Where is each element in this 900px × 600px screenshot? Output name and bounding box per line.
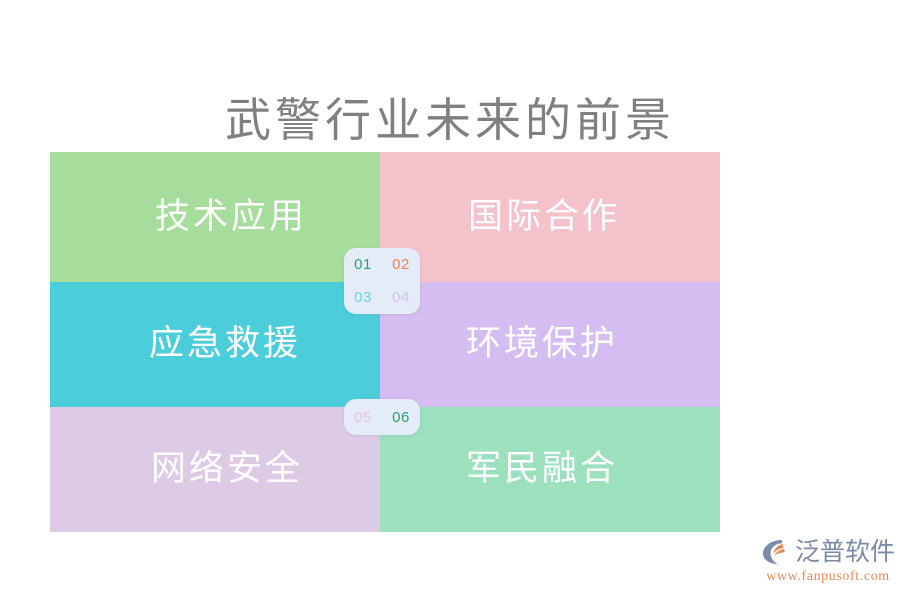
grid-cell-label: 环境保护 <box>465 324 618 364</box>
fanpu-swoosh-icon <box>762 538 792 566</box>
page-title: 武警行业未来的前景 <box>225 95 675 146</box>
logo-brand-text: 泛普软件 <box>795 538 896 566</box>
grid-cell-technology-application[interactable]: 技术应用 <box>50 152 380 282</box>
grid-cell-label: 网络安全 <box>150 449 303 489</box>
grid-cell-civil-military-integration[interactable]: 军民融合 <box>380 407 720 532</box>
number-04: 04 <box>392 289 410 306</box>
grid-cell-emergency-rescue[interactable]: 应急救援 <box>50 282 380 407</box>
grid-cell-label: 国际合作 <box>467 196 620 236</box>
grid-cell-label: 应急救援 <box>148 324 301 364</box>
brand-logo[interactable]: 泛普软件 www.fanpusoft.com <box>762 536 896 588</box>
number-03: 03 <box>354 289 372 306</box>
grid-cell-international-cooperation[interactable]: 国际合作 <box>380 152 720 282</box>
number-01: 01 <box>354 256 372 273</box>
logo-brand-row: 泛普软件 <box>762 536 896 568</box>
logo-url-text: www.fanpusoft.com <box>766 569 890 584</box>
number-badge-top: 01 02 03 04 <box>344 248 420 314</box>
number-badge-bottom: 05 06 <box>344 399 420 435</box>
grid-cell-network-security[interactable]: 网络安全 <box>50 407 380 532</box>
number-02: 02 <box>392 256 410 273</box>
grid-cell-environmental-protection[interactable]: 环境保护 <box>380 282 720 407</box>
grid-cell-label: 技术应用 <box>154 196 307 236</box>
number-06: 06 <box>392 408 410 426</box>
grid-cell-label: 军民融合 <box>465 449 618 489</box>
number-05: 05 <box>354 408 372 426</box>
topic-grid: 技术应用 国际合作 应急救援 环境保护 网络安全 军民融合 <box>50 152 720 532</box>
